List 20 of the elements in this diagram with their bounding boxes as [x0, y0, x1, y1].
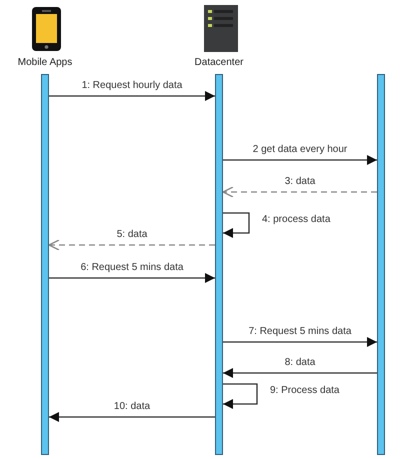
edge-label: 1: Request hourly data	[80, 80, 184, 92]
lifeline-bar	[41, 74, 49, 455]
message-arrow	[223, 212, 250, 238]
message-arrow	[49, 91, 215, 101]
message-arrow	[223, 383, 258, 409]
lifeline-bar	[215, 74, 223, 455]
message-arrow	[223, 368, 377, 378]
message-arrow	[223, 155, 377, 165]
edge-label: 4: process data	[261, 214, 332, 226]
participant-name: Datacenter	[194, 57, 244, 68]
edge-label: 7: Request 5 mins data	[248, 326, 352, 338]
lifeline-bar	[377, 74, 385, 455]
message-arrow	[49, 412, 215, 422]
dashed-return-arrow	[222, 186, 377, 198]
participant-name: Mobile Apps	[18, 57, 72, 68]
dashed-return-arrow	[48, 239, 215, 251]
message-arrow	[49, 273, 215, 283]
edge-label: 2 get data every hour	[252, 144, 348, 156]
message-arrow	[223, 337, 377, 347]
edge-label: 6: Request 5 mins data	[80, 262, 184, 274]
